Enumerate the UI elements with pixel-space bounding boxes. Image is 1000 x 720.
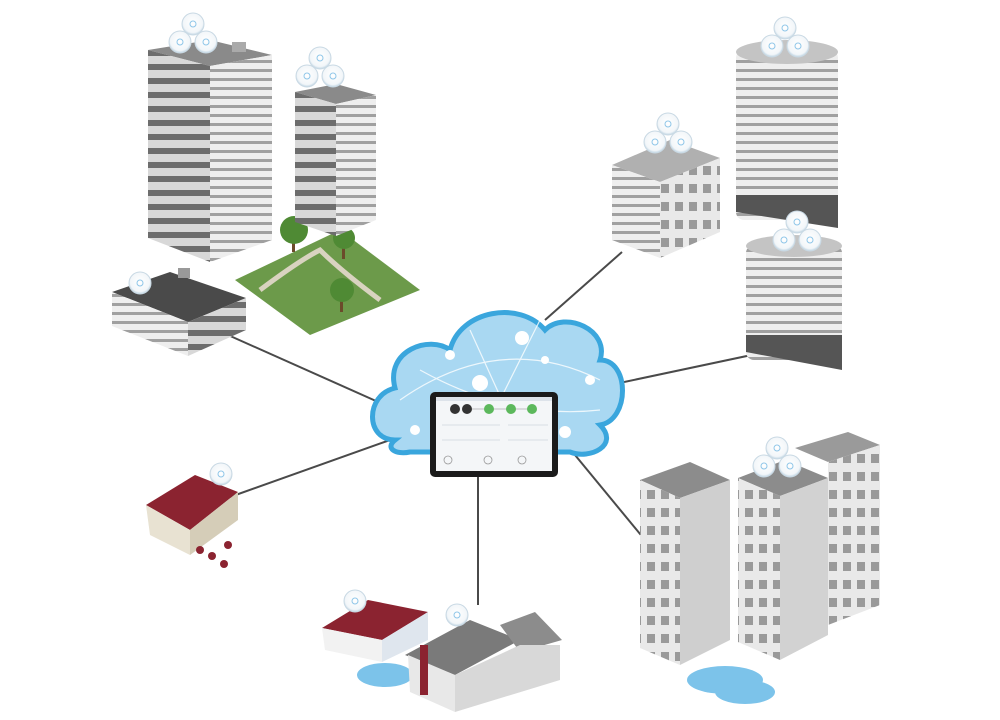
connector-top-right [544,251,623,321]
park-lawn [235,230,420,335]
office-block [612,113,720,258]
homes [322,589,562,712]
tablet-dashboard-icon [430,392,558,477]
connector-left [229,439,391,498]
wifi-access-point-icon [343,589,367,613]
connector-lines [227,251,776,605]
wifi-access-point-icon [209,462,233,486]
wifi-access-point-icon [296,47,344,87]
connector-top-left [227,334,386,406]
connector-bottom-right [574,454,646,541]
office-towers-park [112,13,420,356]
tree-icon [330,278,354,312]
apartment-towers [640,432,880,704]
wifi-access-point-icon [128,271,152,295]
round-towers [736,17,842,370]
wifi-access-point-icon [445,603,469,627]
restaurant [146,462,238,568]
